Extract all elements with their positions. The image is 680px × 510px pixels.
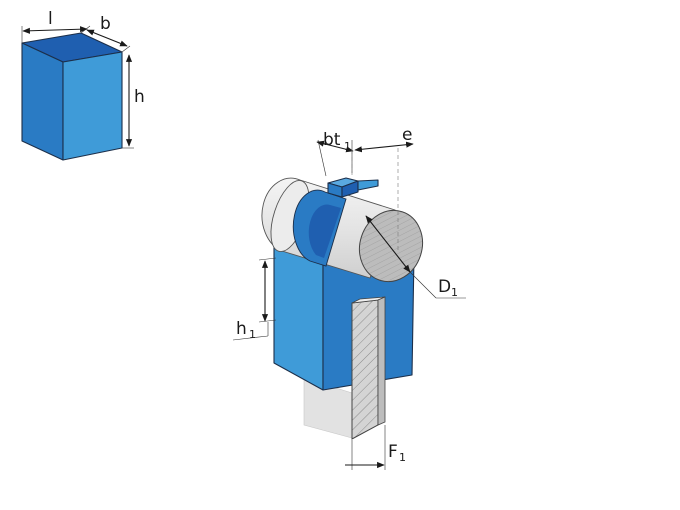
key-width-label: bt xyxy=(323,130,341,150)
offset-dimension-line xyxy=(354,141,414,153)
block-side-face xyxy=(62,51,123,161)
height-label: h xyxy=(134,87,145,107)
width-dimension-line xyxy=(86,29,128,47)
width-label: b xyxy=(100,14,111,34)
key-width-subscript: 1 xyxy=(344,140,351,153)
diameter-subscript: 1 xyxy=(451,286,458,299)
length-label: l xyxy=(48,9,53,29)
height1-label: h xyxy=(236,319,247,339)
support-front-face xyxy=(273,241,324,391)
plate-front xyxy=(351,299,379,440)
test-assembly: D 1 bt 1 e h 1 F 1 xyxy=(232,125,466,470)
block-front-face xyxy=(21,42,64,161)
length-dimension-line xyxy=(22,26,88,34)
offset-label: e xyxy=(402,125,412,145)
diameter-dimension-line xyxy=(365,215,411,273)
key-width-dimension-line xyxy=(316,140,354,153)
force-label: F xyxy=(388,442,398,462)
diameter-label: D xyxy=(438,277,451,297)
force-subscript: 1 xyxy=(399,451,406,464)
reference-block: l b h xyxy=(21,9,145,161)
height1-subscript: 1 xyxy=(249,328,256,341)
